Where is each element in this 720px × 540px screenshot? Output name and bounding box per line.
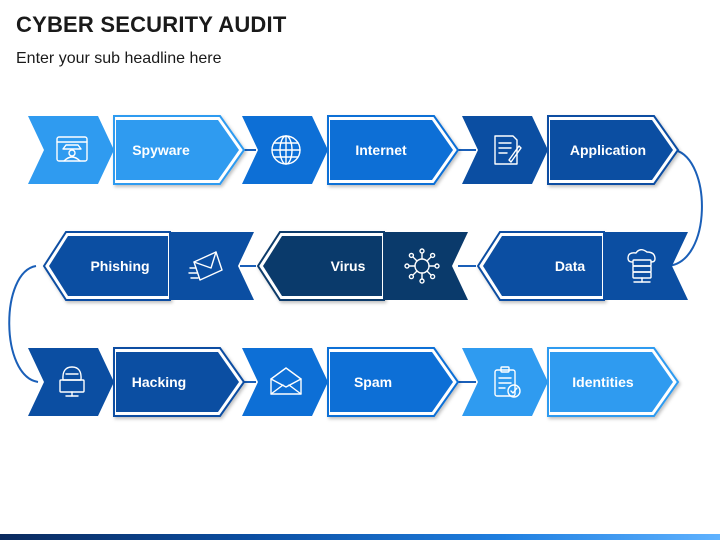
icon-chevron <box>384 232 468 300</box>
step-label-phishing: Phishing <box>90 258 150 274</box>
footer-gradient-bar <box>0 534 720 540</box>
step-identities <box>462 347 680 417</box>
hacker-icon <box>59 366 85 397</box>
spam-envelope-icon <box>270 367 302 395</box>
label-chevron <box>116 120 239 180</box>
step-label-internet: Internet <box>355 142 407 158</box>
label-chevron <box>263 236 382 296</box>
step-application <box>462 115 680 185</box>
step-label-virus: Virus <box>330 258 366 274</box>
step-label-spyware: Spyware <box>132 142 190 158</box>
step-data <box>476 231 688 301</box>
application-form-icon <box>494 135 522 165</box>
page-title: CYBER SECURITY AUDIT <box>16 12 287 37</box>
step-label-spam: Spam <box>353 374 393 390</box>
step-spam <box>242 347 460 417</box>
step-virus <box>256 231 468 301</box>
label-chevron <box>550 352 673 412</box>
icon-chevron <box>462 348 548 416</box>
step-label-hacking: Hacking <box>131 374 187 390</box>
cloud-server-icon <box>627 249 656 283</box>
step-label-data: Data <box>554 258 586 274</box>
phishing-email-icon <box>188 251 223 281</box>
globe-icon <box>271 135 301 165</box>
step-hacking <box>28 347 246 417</box>
step-phishing <box>42 231 254 301</box>
connector-line <box>8 265 39 383</box>
icon-chevron <box>28 348 114 416</box>
icon-chevron <box>242 348 328 416</box>
virus-icon <box>404 248 440 284</box>
label-chevron <box>330 120 453 180</box>
spy-monitor-icon <box>56 136 88 162</box>
connector-line <box>667 149 703 267</box>
label-chevron <box>330 352 453 412</box>
step-label-application: Application <box>569 142 647 158</box>
icon-chevron <box>462 116 548 184</box>
identity-clipboard-icon <box>494 366 521 398</box>
label-chevron <box>116 352 239 412</box>
step-label-identities: Identities <box>572 374 634 390</box>
label-chevron <box>483 236 602 296</box>
page-subtitle: Enter your sub headline here <box>16 50 222 67</box>
label-chevron <box>550 120 673 180</box>
label-chevron <box>49 236 168 296</box>
